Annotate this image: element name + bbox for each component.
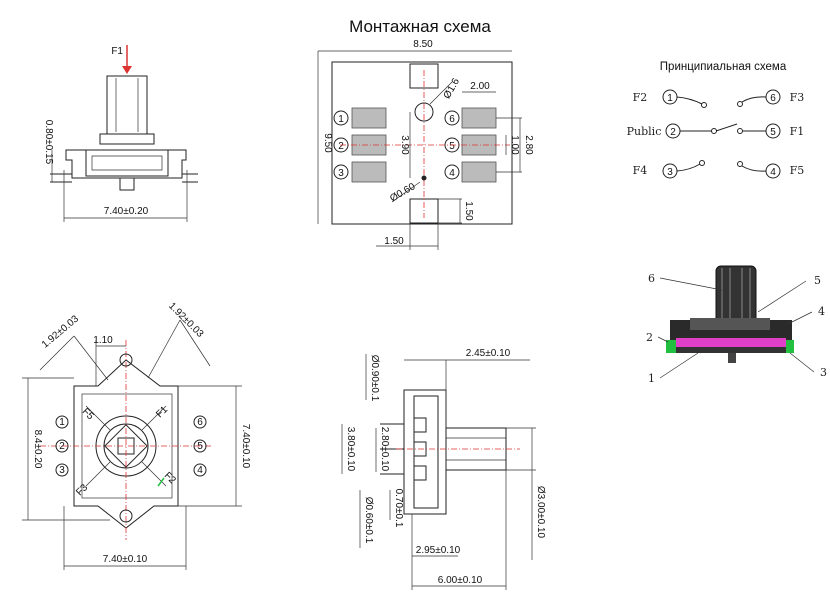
mount-hole — [414, 102, 434, 122]
footprint-width-label: 8.50 — [413, 39, 433, 50]
pad-gap-label: 1.00 — [509, 135, 520, 155]
cs-callout: 6 — [648, 272, 655, 285]
fp-pin-label: 1 — [338, 114, 344, 125]
schematic-label-right: F3 — [790, 91, 805, 104]
top-left-side-view: F1 7.40±0.20 0.80±0.15 — [43, 45, 198, 222]
footprint-height-label: 9.50 — [322, 133, 333, 153]
cs-green-right — [786, 340, 794, 353]
bl-height-left-label: 8.4±0.20 — [32, 430, 43, 469]
bl-pin: 4 — [197, 465, 203, 476]
cross-section-view: 6 5 4 2 1 3 — [646, 265, 827, 385]
pad-height-label: 2.80 — [523, 135, 534, 155]
small-hole — [421, 175, 427, 181]
sch-pin: 2 — [670, 127, 676, 138]
dir-label: F1 — [154, 404, 170, 420]
offset-dim-label: 2.00 — [470, 81, 490, 92]
sch-pin: 4 — [770, 167, 776, 178]
mounting-title: Монтажная схема — [349, 17, 491, 36]
fp-pin-label: 4 — [449, 168, 455, 179]
tab-height-label: 1.50 — [463, 201, 474, 221]
bl-pin: 2 — [59, 441, 65, 452]
cs-callout: 4 — [818, 305, 825, 318]
schematic-label-left: F2 — [633, 91, 648, 104]
schematic-title: Принципиальная схема — [660, 61, 787, 73]
fp-pin-label: 5 — [449, 141, 455, 152]
side-280-label: 2.80±0.10 — [379, 427, 390, 472]
side-top-dim-label: 2.45±0.10 — [466, 348, 511, 359]
side-d2-label: Ø0.60±0.1 — [363, 497, 374, 544]
cs-callout: 1 — [648, 372, 655, 385]
bottom-left-top-view: F5 F1 F3 F2 1 2 3 6 5 4 8.4±0.20 7.40±0.… — [22, 301, 251, 570]
bl-top-dim-label: 1.10 — [93, 335, 113, 346]
side-295-label: 2.95±0.10 — [416, 545, 461, 556]
bl-pin: 5 — [197, 441, 203, 452]
cs-callout: 2 — [646, 331, 653, 344]
bl-pin: 1 — [59, 417, 65, 428]
force-label: F1 — [111, 46, 123, 57]
side-600-label: 6.00±0.10 — [438, 575, 483, 586]
cs-callout: 5 — [814, 274, 821, 287]
fp-pin-label: 3 — [338, 168, 344, 179]
height-dim-label: 0.80±0.15 — [43, 120, 54, 165]
bl-height-right-label: 7.40±0.10 — [240, 424, 251, 469]
force-arrow-head — [122, 66, 132, 74]
side-shaft-label: Ø3.00±0.10 — [535, 486, 546, 539]
side-380-label: 3.80±0.10 — [345, 427, 356, 472]
bl-pin: 3 — [59, 465, 65, 476]
schematic-diagram: F2 Public F4 F3 F1 F5 1 2 3 6 5 4 — [627, 89, 805, 179]
lower-hole-label: Ø0.60 — [388, 181, 417, 204]
bl-diag-left-label: 1.92±0.03 — [40, 313, 81, 350]
sch-pin: 1 — [667, 93, 673, 104]
side-d1-label: Ø0.90±0.1 — [369, 355, 380, 402]
side-070-label: 0.70±0.1 — [393, 489, 404, 528]
sch-pin: 6 — [770, 93, 776, 104]
schematic-label-right: F1 — [790, 125, 805, 138]
pitch-dim-label: 3.90 — [399, 135, 410, 155]
bottom-side-view: 2.45±0.10 Ø0.90±0.1 3.80±0.10 2.80±0.10 … — [341, 348, 546, 590]
footprint-outline — [331, 61, 513, 225]
fp-pin-label: 6 — [449, 114, 455, 125]
schematic-label-right: F5 — [790, 164, 805, 177]
bl-pin: 6 — [197, 417, 203, 428]
cs-callout: 3 — [820, 366, 827, 379]
footprint-view: 8.50 9.50 1 2 3 6 5 4 — [317, 39, 534, 250]
hole-dim-label: Ø1.6 — [442, 76, 463, 101]
sch-pin: 5 — [770, 127, 776, 138]
fp-pin-label: 2 — [338, 141, 344, 152]
tab-width-label: 1.50 — [384, 236, 404, 247]
schematic-label-left: F4 — [633, 164, 648, 177]
width-dim-label: 7.40±0.20 — [104, 206, 149, 217]
sch-pin: 3 — [667, 167, 673, 178]
schematic-label-left: Public — [627, 125, 662, 138]
cs-green-left — [666, 340, 676, 353]
top-tab — [409, 63, 439, 89]
bl-width-label: 7.40±0.10 — [103, 554, 148, 565]
